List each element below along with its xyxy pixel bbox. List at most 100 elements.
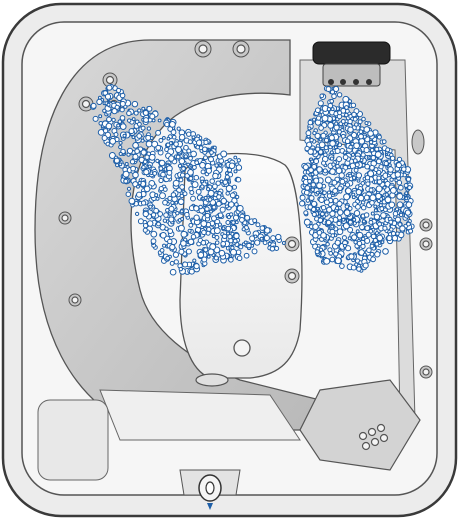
bubble xyxy=(237,159,240,162)
bubble xyxy=(252,249,257,254)
bubble xyxy=(319,197,324,202)
bubble xyxy=(365,226,370,231)
bubble xyxy=(369,229,373,233)
bubble xyxy=(236,165,241,170)
bubble xyxy=(326,242,330,246)
floor-drain xyxy=(234,340,250,356)
bubble xyxy=(388,164,391,167)
bubble xyxy=(330,257,335,262)
bubble xyxy=(215,164,218,167)
bubble xyxy=(143,228,147,232)
bubble xyxy=(384,161,388,165)
bubble xyxy=(207,255,210,258)
bubble xyxy=(160,232,166,238)
bubble xyxy=(178,225,184,231)
bubble xyxy=(406,177,410,181)
bubble xyxy=(314,159,319,164)
bubble xyxy=(147,127,150,130)
bubble xyxy=(367,248,372,253)
bubble xyxy=(360,225,365,230)
bubble xyxy=(188,229,191,232)
bubble xyxy=(168,229,173,234)
bubble xyxy=(323,191,327,195)
bubble xyxy=(222,234,226,238)
bubble xyxy=(110,138,116,144)
bubble xyxy=(366,182,370,186)
bubble xyxy=(146,135,151,140)
bubble xyxy=(339,173,344,178)
bubble xyxy=(327,108,330,111)
bubble xyxy=(117,88,121,92)
bubble xyxy=(337,201,342,206)
bubble xyxy=(344,194,350,200)
bubble xyxy=(404,183,408,187)
bubble xyxy=(364,195,369,200)
bubble xyxy=(326,87,331,92)
bubble xyxy=(185,212,190,217)
bubble xyxy=(138,181,141,184)
bubble xyxy=(405,210,410,215)
bubble xyxy=(133,172,139,178)
bubble xyxy=(340,179,345,184)
bubble xyxy=(119,152,122,155)
bubble xyxy=(155,194,158,197)
bubble xyxy=(204,140,208,144)
bubble xyxy=(329,252,333,256)
bubble xyxy=(364,213,369,218)
bubble xyxy=(144,118,149,123)
bubble xyxy=(103,129,107,133)
bubble xyxy=(231,246,234,249)
bubble xyxy=(163,219,166,222)
bubble xyxy=(334,146,337,149)
bubble xyxy=(158,212,163,217)
bubble xyxy=(123,134,126,137)
bubble xyxy=(335,207,338,210)
bubble xyxy=(377,176,381,180)
bubble xyxy=(335,240,340,245)
bubble xyxy=(389,202,395,208)
bubble xyxy=(348,237,351,240)
bubble xyxy=(194,206,199,211)
bubble xyxy=(365,176,369,180)
bubble xyxy=(275,246,279,250)
bubble xyxy=(189,176,193,180)
bubble xyxy=(165,122,169,126)
bubble xyxy=(337,93,341,97)
bubble xyxy=(174,260,178,264)
bubble xyxy=(232,221,236,225)
bubble xyxy=(313,118,316,121)
bubble xyxy=(322,161,326,165)
bubble xyxy=(397,193,403,199)
bubble xyxy=(390,187,396,193)
bubble xyxy=(356,230,359,233)
bubble xyxy=(183,262,188,267)
bubble xyxy=(234,156,237,159)
bubble xyxy=(137,134,142,139)
bubble xyxy=(114,133,118,137)
bubble xyxy=(356,189,361,194)
bubble xyxy=(188,140,192,144)
bubble xyxy=(174,142,179,147)
bubble xyxy=(362,220,365,223)
bubble xyxy=(143,160,147,164)
bubble xyxy=(244,253,249,258)
bubble xyxy=(99,115,102,118)
bubble xyxy=(309,168,314,173)
bubble xyxy=(106,123,112,129)
bubble xyxy=(341,134,345,138)
bubble xyxy=(181,241,187,247)
bubble xyxy=(129,129,134,134)
bubble xyxy=(170,261,174,265)
bubble xyxy=(387,236,392,241)
bubble xyxy=(167,170,172,175)
bubble xyxy=(112,118,115,121)
left-bottom-seat xyxy=(38,400,108,480)
bubble xyxy=(203,147,208,152)
bubble xyxy=(334,125,339,130)
bubble xyxy=(409,229,413,233)
bubble xyxy=(362,237,365,240)
bubble xyxy=(149,154,155,160)
bubble xyxy=(179,267,182,270)
jet-right-4 xyxy=(412,130,424,154)
bubble xyxy=(202,230,207,235)
